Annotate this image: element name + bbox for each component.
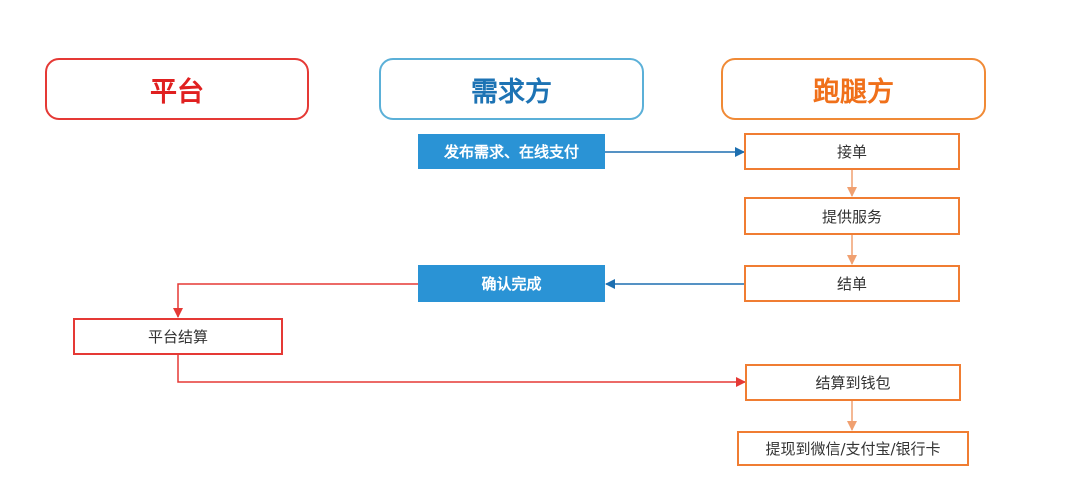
step-publish-and-pay: 发布需求、在线支付 (418, 134, 605, 169)
lane-runner-side: 跑腿方 (721, 58, 986, 120)
step-withdraw: 提现到微信/支付宝/银行卡 (737, 431, 969, 466)
lane-platform: 平台 (45, 58, 309, 120)
step-provide-service: 提供服务 (744, 197, 960, 235)
step-confirm-complete: 确认完成 (418, 265, 605, 302)
arrow-settle-to-wallet (177, 355, 746, 387)
arrow-confirm-to-settle (173, 283, 418, 318)
step-finish-order: 结单 (744, 265, 960, 302)
step-platform-settlement: 平台结算 (73, 318, 283, 355)
step-settle-to-wallet: 结算到钱包 (745, 364, 961, 401)
step-accept-order: 接单 (744, 133, 960, 170)
lane-demand-side: 需求方 (379, 58, 644, 120)
